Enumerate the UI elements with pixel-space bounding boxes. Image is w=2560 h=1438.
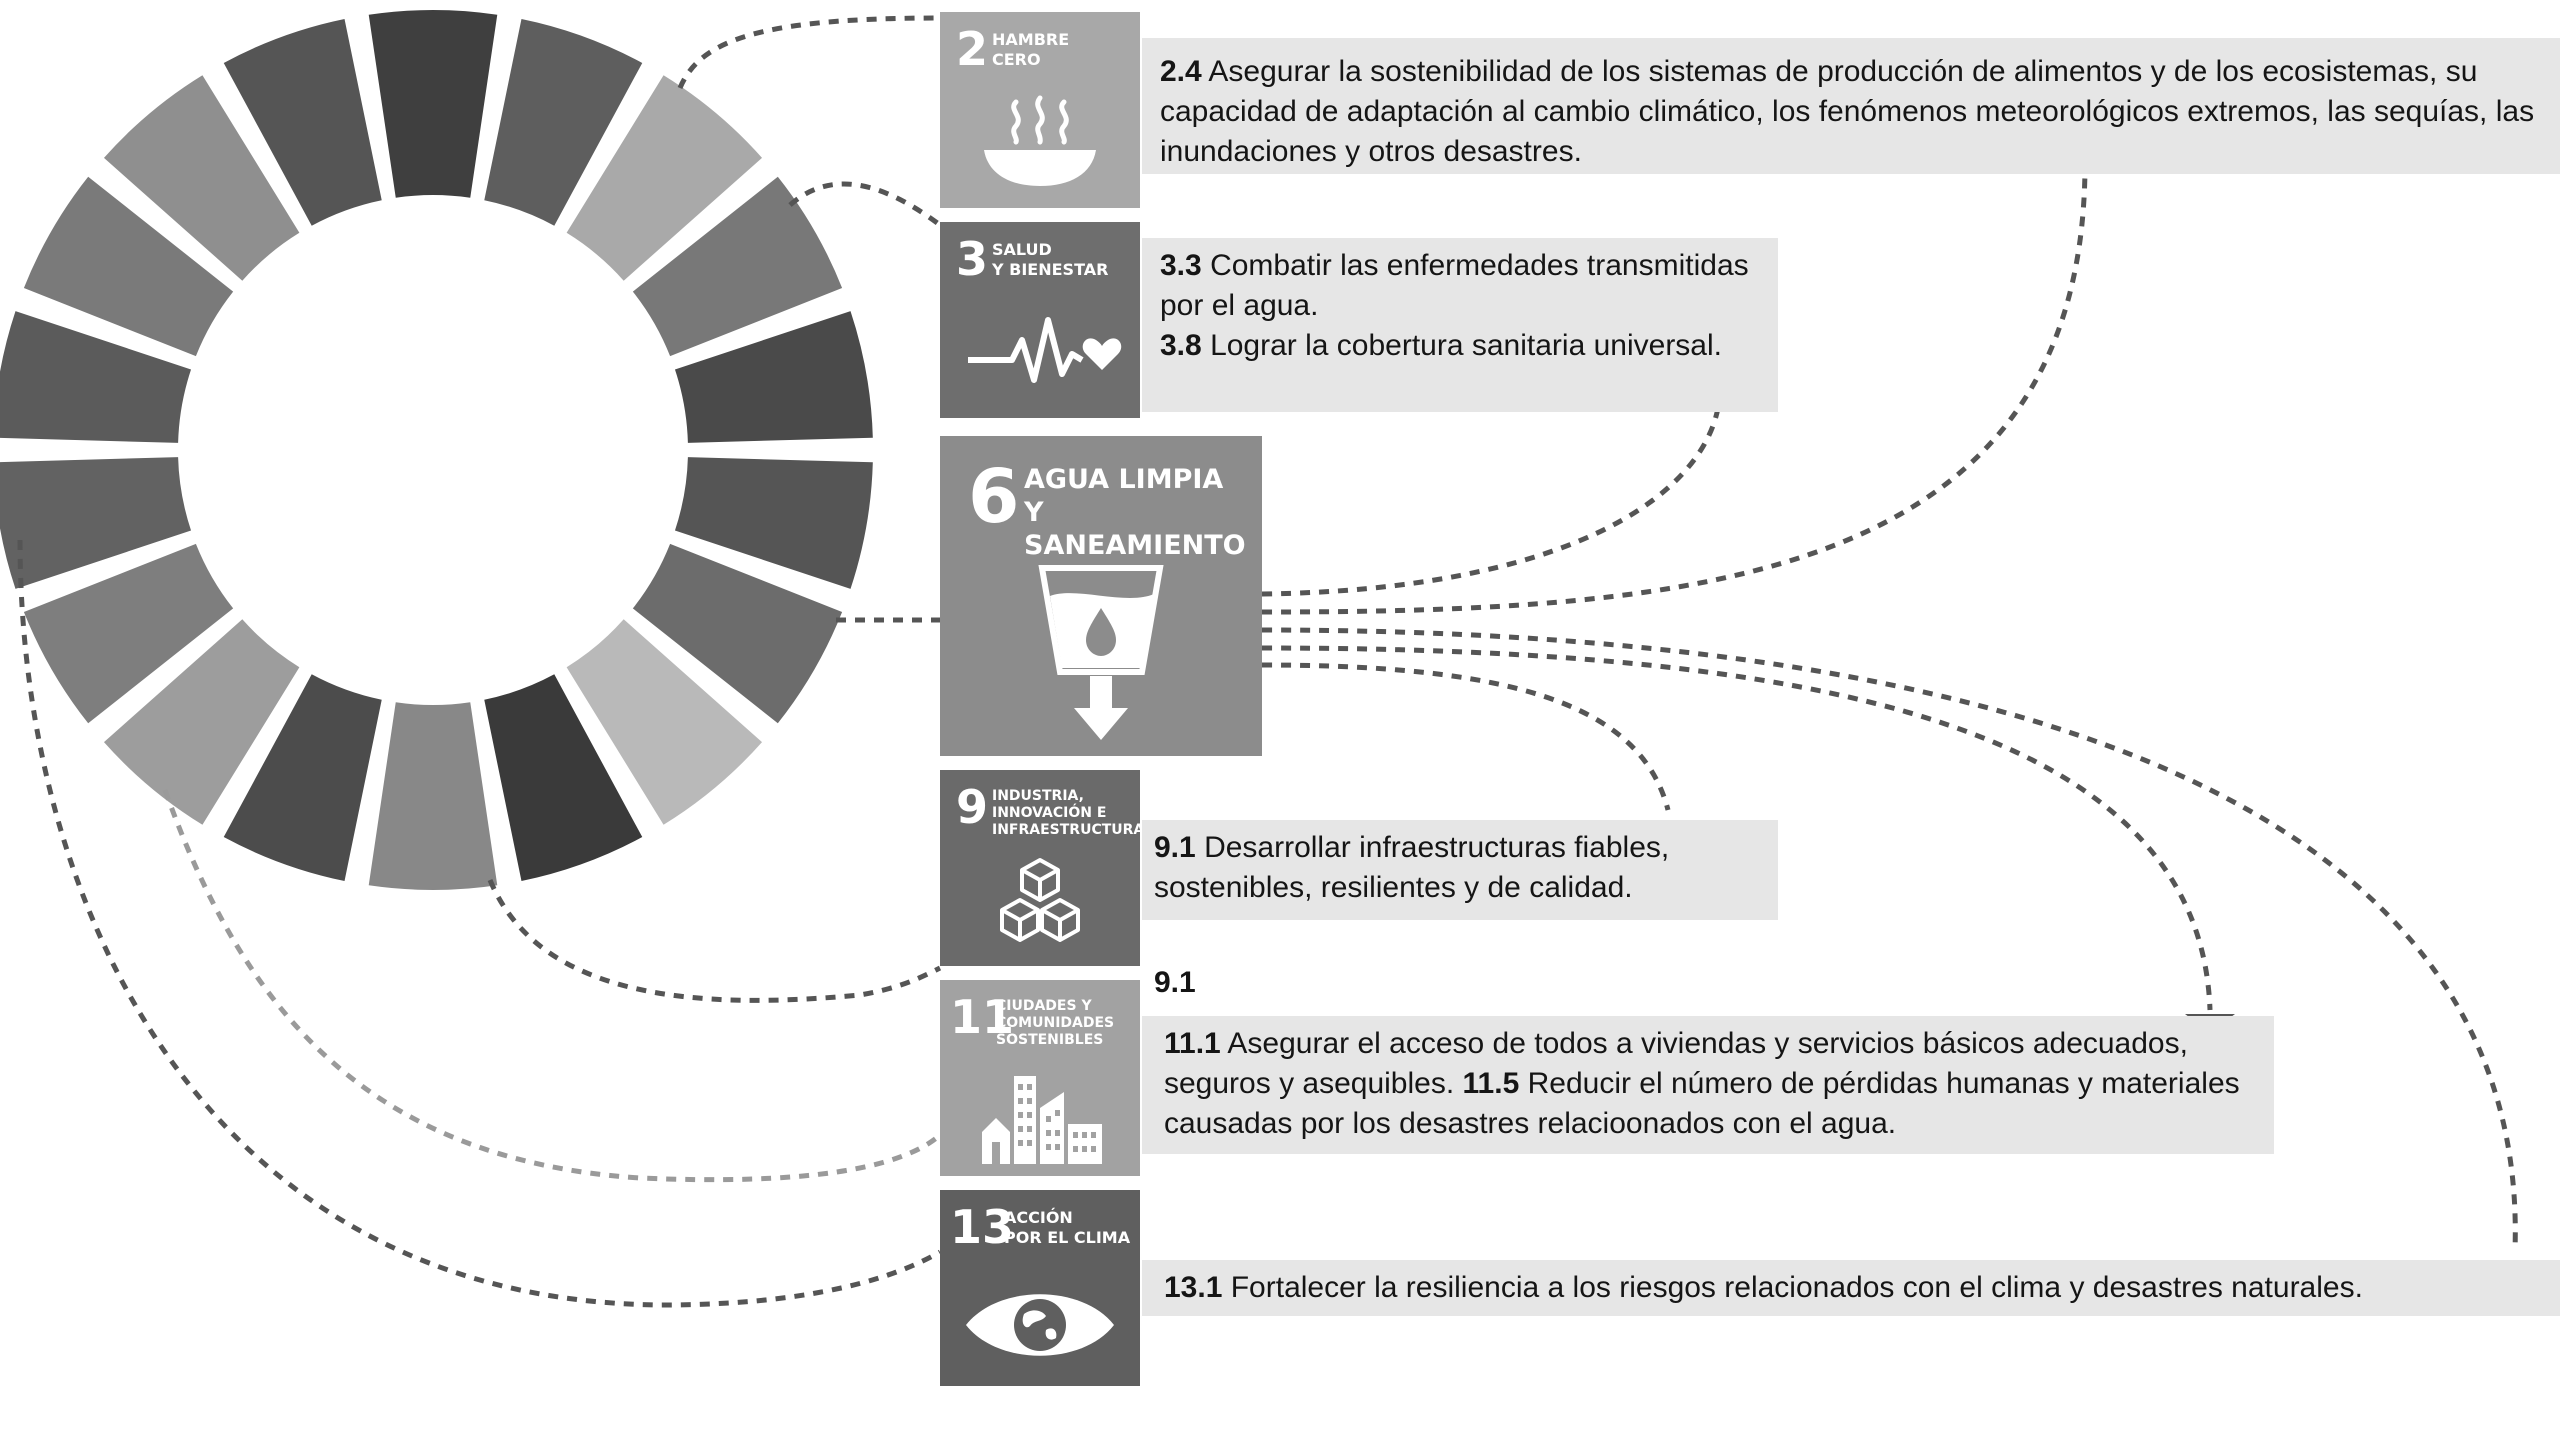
target-text: 11.1 Asegurar el acceso de todos a vivie… [1164,1024,2256,1144]
sdg-wheel [0,9,873,890]
goal-name: INDUSTRIA, INNOVACIÓN E INFRAESTRUCTURA [992,788,1140,839]
wheel-segment [674,311,873,443]
connector-goal6-target-3 [1261,407,1721,597]
target-panel-2-4: 2.4 Asegurar la sostenibilidad de los si… [1142,38,2560,174]
goal-number: 6 [968,454,1020,540]
connector-wheel-goal-3 [788,181,942,228]
target-description: Reducir el número de pérdidas humanas y … [1164,1067,2240,1140]
goal-tile-6: 6 AGUA LIMPIA Y SANEAMIENTO [940,436,1262,756]
target-code: 9.1 [1154,831,1196,864]
wheel-segment [632,543,843,724]
wheel-segment [103,75,300,281]
bowl-icon [984,95,1096,186]
target-description: Lograr la cobertura sanitaria universal. [1210,329,1722,362]
target-code: 13.1 [1164,1271,1223,1304]
goal-tile-3: 3 SALUD Y BIENESTAR [940,222,1140,418]
wheel-segment [0,457,192,589]
connector-goal6-target-13 [1261,627,2518,1251]
target-code: 3.3 [1160,249,1202,282]
target-description: Asegurar la sostenibilidad de los sistem… [1160,55,2535,168]
target-text: 13.1 Fortalecer la resiliencia a los rie… [1164,1268,2542,1308]
target-panel-11: 11.1 Asegurar el acceso de todos a vivie… [1142,1016,2274,1154]
connector-goal6-target-9 [1261,662,1671,811]
target-text-3-8: 3.8 Lograr la cobertura sanitaria univer… [1160,326,1760,366]
connector-wheel-goal-2 [677,15,941,89]
wheel-segment [103,619,300,825]
wheel-segment [484,674,643,882]
wheel-segment [0,311,192,443]
target-panel-13-1: 13.1 Fortalecer la resiliencia a los rie… [1142,1260,2560,1316]
target-code: 11.1 [1164,1027,1221,1060]
water-glass-icon [1038,565,1164,740]
target-code: 3.8 [1160,329,1202,362]
connector-goal6-target-2-4 [1261,169,2088,615]
target-code: 11.5 [1462,1067,1520,1100]
target-code: 2.4 [1160,55,1202,88]
wheel-segment [23,543,234,724]
goal-name: SALUD Y BIENESTAR [992,240,1109,279]
wheel-segment [632,176,843,357]
connector-wheel-goal-13 [17,539,942,1308]
goal-number: 3 [956,232,989,286]
target-description: Asegurar el acceso de todos a viviendas … [1164,1027,2188,1100]
wheel-segment [484,18,643,226]
wheel-segment [368,702,498,890]
goal-name: ACCIÓN POR EL CLIMA [1004,1208,1131,1247]
goal-number: 11 [950,990,1015,1044]
wheel-segment [223,674,382,882]
goal-tile-9: 9 INDUSTRIA, INNOVACIÓN E INFRAESTRUCTUR… [940,770,1140,966]
target-text-3-3: 3.3 Combatir las enfermedades transmitid… [1160,246,1760,326]
target-text: 9.1 Desarrollar infraestructuras fiables… [1154,828,1764,908]
connector-wheel-goal-9 [487,879,942,1003]
wheel-segment [566,75,763,281]
target-description: Combatir las enfermedades transmitidas p… [1160,249,1749,322]
target-panel-9-1: 9.1 Desarrollar infraestructuras fiables… [1142,820,1778,920]
goal-number: 2 [956,22,989,76]
eye-globe-icon [966,1294,1114,1356]
heartbeat-icon [968,317,1122,383]
goal-tile-11: 11 CIUDADES Y COMUNIDADES SOSTENIBLES [940,980,1140,1176]
goal-name: AGUA LIMPIA Y SANEAMIENTO [1024,464,1246,561]
connector-wheel-goal-11 [162,789,942,1183]
city-icon [982,1076,1102,1164]
cubes-icon [1000,858,1080,942]
goal-number: 9 [956,780,989,834]
goal-name: CIUDADES Y COMUNIDADES SOSTENIBLES [996,998,1115,1049]
wheel-segment [23,176,234,357]
target-code-9-1-extra: 9.1 [1154,966,1196,999]
goal-name: HAMBRE CERO [992,30,1070,69]
target-text: 2.4 Asegurar la sostenibilidad de los si… [1160,52,2542,172]
wheel-segment [223,18,382,226]
target-description: Fortalecer la resiliencia a los riesgos … [1230,1271,2363,1304]
goal-tile-13: 13 ACCIÓN POR EL CLIMA [940,1190,1140,1386]
wheel-segment [674,457,873,589]
goal-number: 13 [950,1200,1015,1254]
connector-lines [17,15,2518,1308]
wheel-segment [368,9,498,198]
wheel-segment [566,619,763,825]
target-panel-3: 3.3 Combatir las enfermedades transmitid… [1142,238,1778,412]
target-description: Desarrollar infraestructuras fiables, so… [1154,831,1670,904]
goal-tile-2: 2 HAMBRE CERO [940,12,1140,208]
connector-goal6-target-11 [1261,645,2213,1011]
